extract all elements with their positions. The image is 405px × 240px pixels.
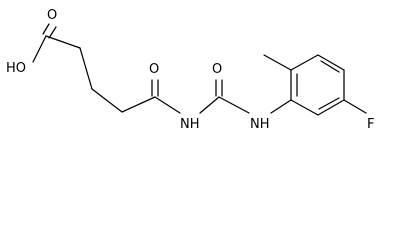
bond-amide-c-n [154, 96, 181, 114]
atom-amide-carbonyl-o: O [149, 62, 159, 77]
bond-imide-n-c [199, 96, 220, 114]
structure-canvas: O HO O NH O NH F [6, 8, 375, 132]
bond-c-f [343, 99, 367, 114]
bond-acid-c-o-double-a [48, 26, 57, 39]
atom-anilide-nh: NH [250, 117, 270, 132]
bond-ring-inner-b [320, 60, 340, 73]
bond-c3-c4 [91, 88, 123, 113]
atom-urea-carbonyl-o: O [212, 62, 222, 77]
bond-c1-c2 [45, 35, 81, 49]
bond-ring-2-3 [290, 54, 319, 71]
bond-ring-5-6 [317, 99, 345, 116]
chemical-structure-diagram: O HO O NH O NH F [6, 8, 374, 132]
bond-ring-3-4 [317, 54, 345, 71]
atom-imide-nh: NH [180, 117, 200, 132]
atom-hydroxyl: HO [6, 61, 26, 76]
bond-urea-c-n [218, 96, 250, 114]
bond-methyl [263, 54, 292, 71]
bond-acid-c-o-double-b [42, 23, 50, 35]
atom-fluorine: F [367, 117, 374, 132]
bond-acid-c-oh [32, 35, 47, 63]
bond-ring-inner-c [318, 97, 340, 110]
bond-c2-c3 [79, 47, 93, 90]
bond-ring-6-1 [290, 99, 319, 116]
atom-acid-carbonyl-o: O [47, 8, 57, 23]
bond-c4-c5 [121, 96, 156, 113]
bond-anilide-n-ring [270, 99, 292, 114]
